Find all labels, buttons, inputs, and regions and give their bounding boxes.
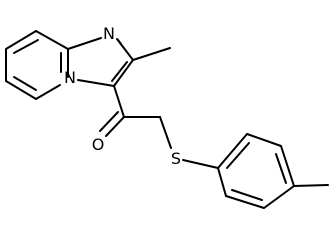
bond — [182, 159, 219, 169]
bond — [159, 116, 172, 149]
bond — [5, 80, 37, 100]
atom-label-oxygen: O — [92, 135, 105, 154]
double-bond-inner — [13, 39, 39, 54]
double-bond-inner — [13, 76, 37, 91]
methyl-bond — [132, 47, 171, 61]
bond — [113, 59, 134, 87]
pyridine-ring — [5, 30, 69, 100]
bond — [246, 133, 282, 147]
double-bond-inner — [275, 153, 287, 184]
ketone-linker — [99, 85, 219, 169]
bond — [225, 195, 265, 209]
double-bond-inner — [117, 39, 122, 45]
carbonyl-bond — [99, 111, 119, 132]
double-bond-inner — [111, 61, 128, 82]
atom-label-sulfur: S — [171, 149, 181, 168]
bond — [113, 85, 125, 118]
bond — [77, 79, 115, 87]
carbonyl-bond — [105, 116, 125, 137]
molecule-svg: N N O S — [5, 24, 329, 209]
double-bond-inner — [231, 189, 263, 201]
bond — [35, 84, 61, 100]
double-bond-inner — [226, 142, 250, 169]
tolyl-ring — [217, 133, 329, 209]
imidazole-ring — [67, 37, 171, 87]
atom-label-n-bridge: N — [64, 68, 76, 87]
bond — [280, 145, 295, 187]
structure-canvas: N N O S — [5, 24, 329, 209]
bond — [67, 37, 102, 50]
methyl-bond — [293, 184, 329, 187]
bond — [35, 30, 69, 50]
bond — [5, 30, 37, 50]
bond — [217, 167, 227, 197]
bond — [263, 185, 295, 209]
atom-label-n-ring: N — [103, 24, 115, 43]
bond — [217, 133, 248, 169]
